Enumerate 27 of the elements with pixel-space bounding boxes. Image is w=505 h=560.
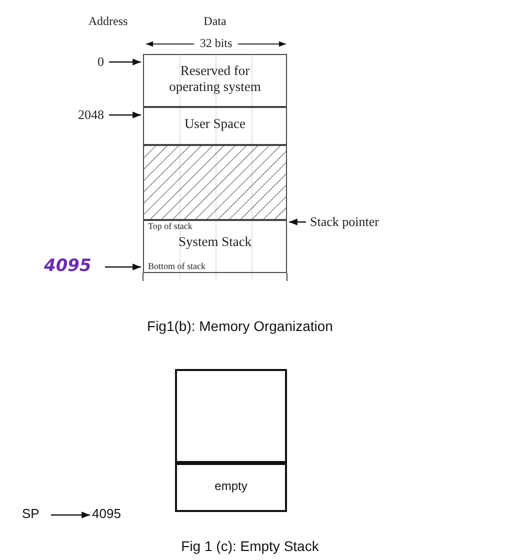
region-label: Reserved for operating system	[168, 63, 262, 94]
pointer-label: SP	[22, 506, 40, 521]
hatched-region	[143, 145, 287, 220]
address-label: 2048	[77, 107, 104, 123]
stack-end-label: Top of stack	[148, 221, 192, 231]
stack-end-label: Bottom of stack	[148, 261, 206, 271]
figure-caption: Fig1(b): Memory Organization	[146, 318, 334, 334]
arrow	[105, 264, 141, 270]
arrow	[289, 218, 306, 226]
address-label: 0	[96, 54, 104, 70]
region-label: User Space	[183, 116, 247, 132]
stack-cell	[175, 369, 287, 463]
stack-cell	[175, 463, 287, 512]
column-heading: Data	[202, 14, 228, 29]
arrow	[109, 58, 141, 66]
column-heading: Address	[87, 14, 129, 29]
arrow	[51, 512, 90, 518]
pointer-label: 4095	[92, 506, 122, 521]
memory-region	[143, 107, 287, 145]
memory-region	[143, 220, 287, 273]
arrow	[109, 112, 141, 118]
cell-label: empty	[214, 479, 248, 493]
address-label: Stack pointer	[310, 214, 380, 230]
memory-region	[143, 54, 287, 107]
figure-caption: Fig 1 (c): Empty Stack	[180, 538, 320, 554]
region-label: System Stack	[177, 234, 253, 250]
handwritten-address: 4095	[44, 256, 92, 276]
